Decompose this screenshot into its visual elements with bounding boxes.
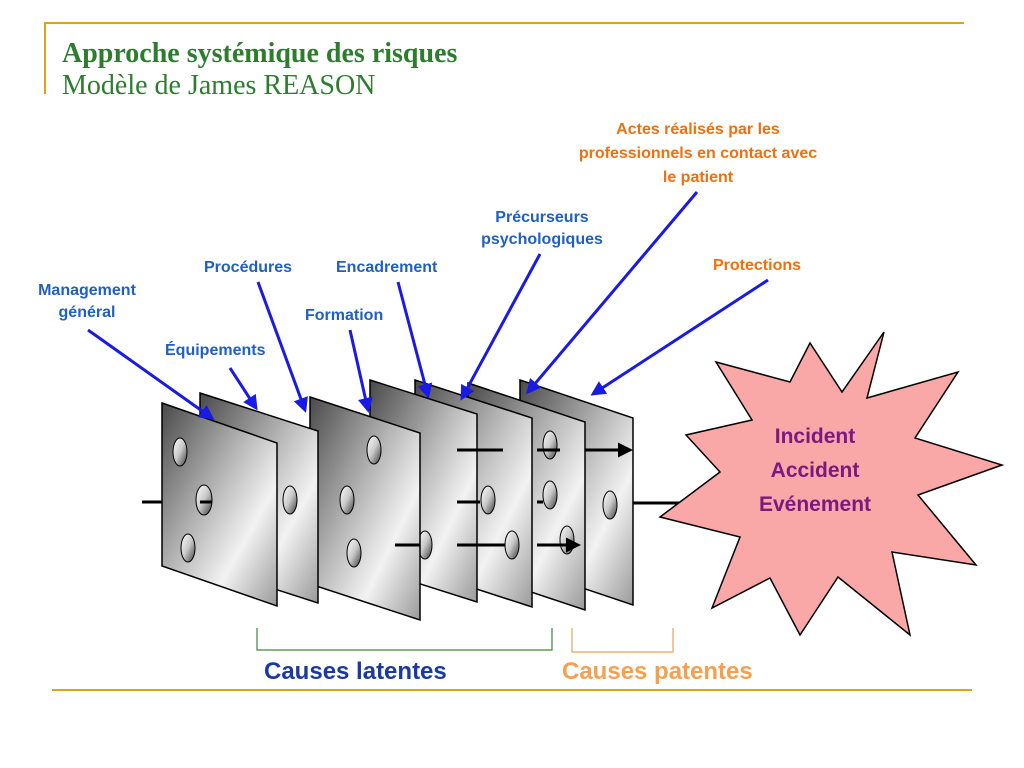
bottom-rule: [52, 689, 972, 691]
outcome-text: Incident Accident Evénement: [745, 420, 885, 522]
arrow-precurseurs: [460, 253, 542, 401]
label-precurseurs: Précurseurs psychologiques: [481, 209, 603, 248]
slab-formation: [309, 395, 421, 622]
arrow-equipements: [228, 367, 258, 411]
arrow-procedures: [256, 281, 308, 413]
frame-top-rule: [44, 22, 964, 24]
label-equipements: Équipements: [165, 342, 266, 359]
label-actes: Actes réalisés par les professionnels en…: [578, 121, 818, 186]
label-procedures: Procédures: [204, 259, 293, 276]
pointer-arrows: [87, 191, 769, 420]
arrow-encadrement: [396, 281, 433, 399]
latent-causes-label: Causes latentes: [264, 658, 447, 685]
outcome-evenement: Evénement: [758, 493, 872, 516]
arrow-formation: [348, 329, 373, 413]
slab-management: [161, 401, 278, 608]
page-title: Approche systémique des risques: [62, 38, 458, 69]
label-encadrement: Encadrement: [336, 259, 438, 276]
label-formation: Formation: [305, 307, 384, 324]
frame-left-rule: [44, 22, 46, 94]
latent-causes-bracket: [256, 628, 553, 651]
outcome-incident: Incident: [774, 425, 856, 448]
label-protections: Protections: [713, 257, 802, 274]
title-block: Approche systémique des risques Modèle d…: [62, 38, 457, 102]
label-management: Management général: [38, 282, 136, 321]
patent-causes-label: Causes patentes: [562, 658, 753, 685]
arrow-actes: [526, 191, 699, 395]
page-subtitle: Modèle de James REASON: [62, 70, 376, 101]
outcome-burst: [658, 331, 1005, 637]
patent-causes-bracket: [571, 628, 674, 653]
arrow-protections: [590, 278, 769, 396]
outcome-accident: Accident: [770, 459, 860, 482]
arrow-management: [87, 328, 215, 420]
